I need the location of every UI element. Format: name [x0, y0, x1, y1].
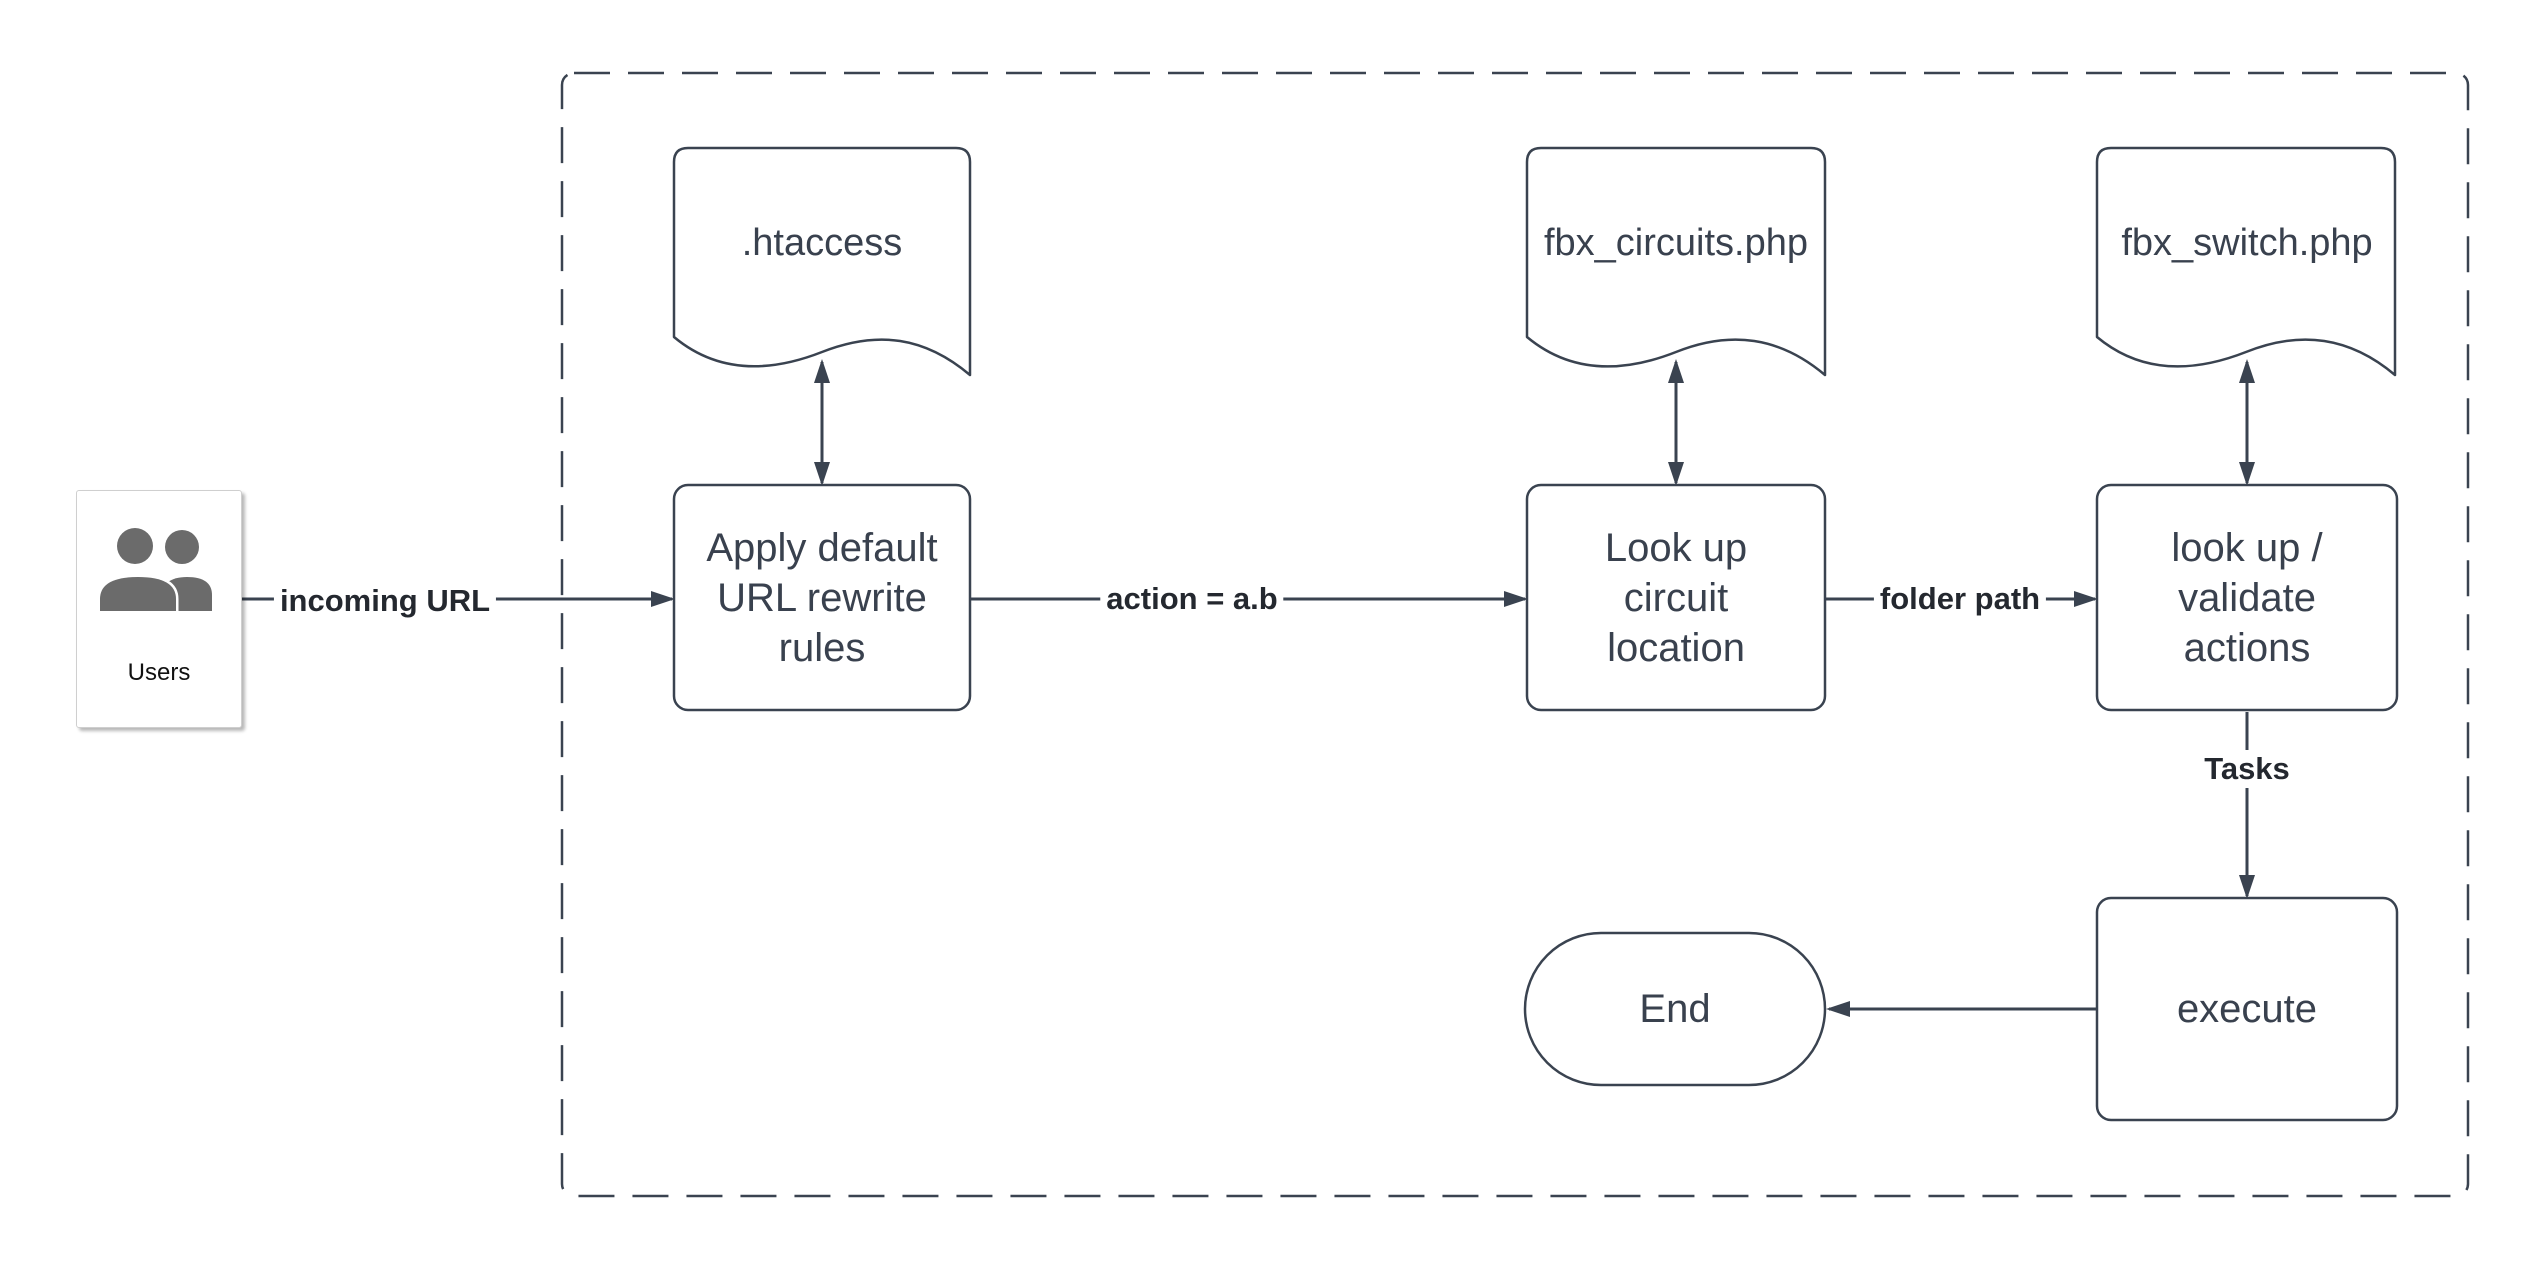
lookup-circuit-box — [1525, 483, 1827, 712]
users-node: Users — [76, 490, 242, 728]
htaccess-document-shape — [672, 146, 972, 377]
fbx-switch-document-shape — [2095, 146, 2397, 377]
apply-rewrite-box — [672, 483, 972, 712]
users-icon — [98, 527, 212, 611]
fbx-circuits-document-shape — [1525, 146, 1827, 377]
users-label: Users — [127, 659, 191, 686]
end-terminator-shape — [1523, 931, 1827, 1087]
system-boundary — [560, 71, 2470, 1198]
validate-actions-box — [2095, 483, 2399, 712]
execute-box — [2095, 896, 2399, 1122]
